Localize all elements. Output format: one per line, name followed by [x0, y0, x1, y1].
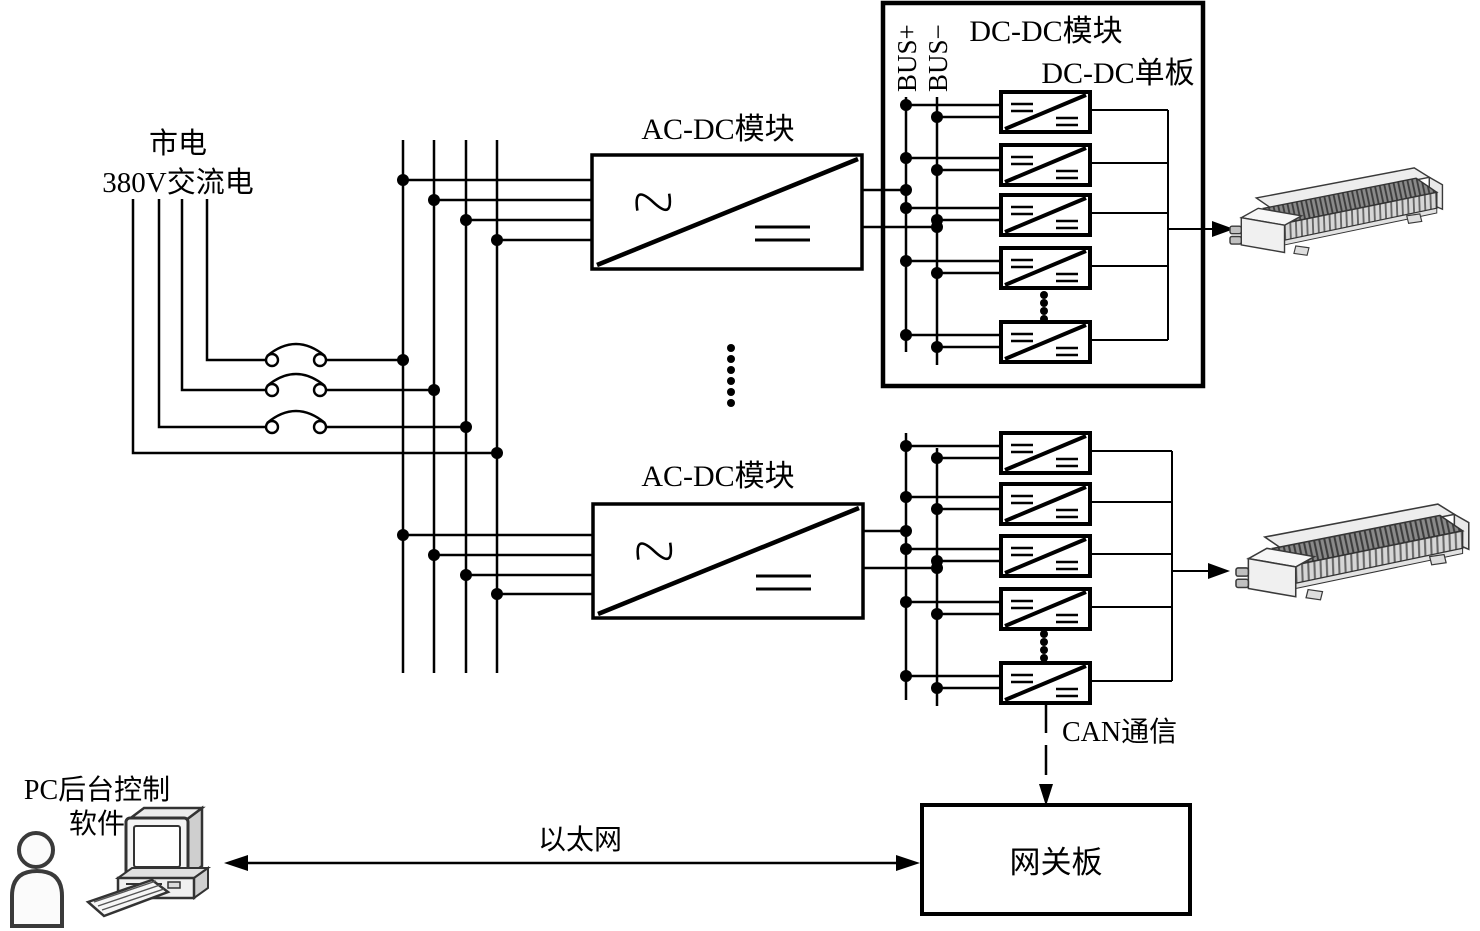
acdc1-input-lines	[403, 178, 592, 242]
dcdc-bottom-input-lines	[906, 444, 1001, 690]
can-link	[1039, 703, 1053, 806]
dcdc-top-output-lines	[1090, 109, 1216, 341]
ac-feeder-bus	[401, 140, 499, 673]
dc-bus-lines-top	[904, 97, 939, 365]
acdc1-label: AC-DC模块	[641, 113, 794, 146]
more-acdc-modules-ellipsis	[727, 344, 735, 407]
ethernet-arrow-left	[224, 855, 248, 871]
mains-label-line1: 市电	[149, 127, 207, 160]
dcdc-board-label: DC-DC单板	[1041, 57, 1194, 90]
dcdc-bottom-output-lines	[1090, 450, 1212, 682]
gateway-label: 网关板	[1010, 845, 1103, 880]
acdc-output-lines	[862, 188, 937, 570]
load-module-image-top	[1229, 167, 1444, 257]
can-arrow	[1039, 784, 1053, 806]
output-arrow-bottom	[1208, 563, 1230, 579]
bus-minus-label: BUS−	[923, 24, 953, 92]
bus-plus-label: BUS+	[892, 24, 922, 92]
desktop-computer-icon	[85, 805, 212, 918]
feeder-junction-dots	[397, 174, 503, 600]
dcdc-box-title: DC-DC模块	[969, 15, 1122, 48]
acdc-module-1-symbol	[592, 155, 862, 269]
ethernet-label: 以太网	[538, 824, 622, 856]
breaker-switch-1	[264, 342, 328, 368]
output-arrow-top	[1212, 221, 1234, 237]
mains-label-line2: 380V交流电	[102, 166, 253, 199]
dc-bus-dots-bottom	[900, 440, 943, 694]
can-label: CAN通信	[1062, 716, 1177, 748]
dcdc-board-box	[880, 0, 1206, 389]
pc-label-line1: PC后台控制	[24, 774, 170, 806]
load-module-image-bottom	[1235, 503, 1470, 601]
breaker-switch-3	[264, 409, 328, 435]
dcdc-converter-cells-bottom	[999, 431, 1092, 705]
mains-supply-wires	[131, 199, 497, 455]
dc-bus-lines-bottom	[904, 433, 939, 706]
pc-label-line2: 软件	[69, 808, 125, 840]
dc-bus-dots-top	[900, 99, 943, 353]
dcdc-converter-cells-top	[999, 90, 1092, 364]
acdc2-input-lines	[403, 533, 593, 596]
gateway-board-box	[920, 803, 1192, 916]
breaker-switch-2	[264, 372, 328, 398]
acdc2-label: AC-DC模块	[641, 460, 794, 493]
person-icon	[10, 831, 64, 928]
ethernet-arrow-right	[896, 855, 920, 871]
dcdc-top-input-lines	[906, 103, 1001, 349]
ethernet-link	[224, 855, 920, 871]
acdc-module-2-symbol	[593, 504, 863, 618]
